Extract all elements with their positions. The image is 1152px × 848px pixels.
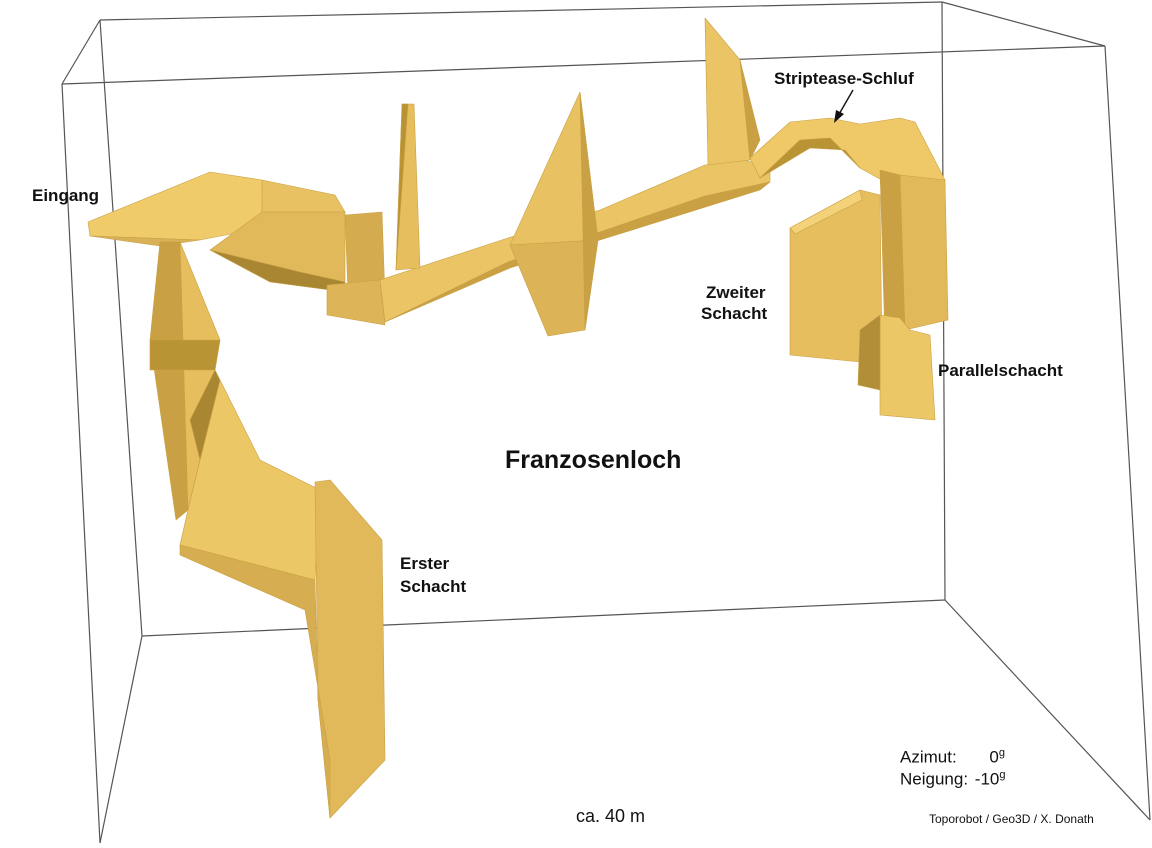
- scale-label: ca. 40 m: [576, 806, 646, 826]
- shaft-upper-left: [149, 241, 189, 521]
- azimut-label: Azimut:: [900, 747, 957, 767]
- label-striptease-schluf: Striptease-Schluf: [774, 69, 914, 88]
- azimut-readout: Azimut: 0g: [900, 742, 1005, 769]
- box-back-top: [99, 1, 943, 21]
- box-back-bottom: [141, 599, 946, 637]
- entrance-block-top: [261, 179, 346, 213]
- label-zweiter-schacht-1: Zweiter: [706, 283, 766, 302]
- far-chimney-side: [739, 59, 761, 161]
- diagram-title: Franzosenloch: [505, 446, 682, 474]
- neigung-label: Neigung:: [900, 769, 969, 789]
- azimut-value: 0g: [989, 747, 1006, 767]
- label-erster-schacht-2: Schacht: [400, 577, 467, 596]
- neigung-value: -10g: [974, 769, 1006, 789]
- cave-passages: [87, 17, 949, 819]
- box-front-top: [61, 45, 1106, 85]
- parallelschacht: [879, 314, 936, 421]
- label-erster-schacht-1: Erster: [400, 554, 450, 573]
- box-edge-bottom-right: [944, 599, 1151, 821]
- credit-text: Toporobot / Geo3D / X. Donath: [929, 812, 1094, 826]
- thin-chimney-dark: [395, 103, 409, 271]
- parallelschacht-dark: [857, 314, 881, 391]
- label-zweiter-schacht-2: Schacht: [701, 304, 768, 323]
- gallery-block-low: [326, 279, 386, 326]
- right-wall: [899, 174, 949, 331]
- striptease-arrow: [834, 89, 854, 123]
- shaft-mid-dark: [189, 369, 221, 461]
- label-eingang: Eingang: [32, 186, 100, 205]
- box-edge-top-right: [941, 1, 1106, 47]
- box-edge-bottom-left: [99, 635, 143, 844]
- striptease-arch-dark: [759, 137, 861, 179]
- box-front-left: [61, 83, 101, 844]
- neigung-readout: Neigung: -10g: [900, 764, 1006, 791]
- zweiter-schacht-edge: [789, 189, 863, 235]
- bounding-box: [61, 1, 1151, 844]
- erster-schacht-front: [179, 544, 331, 819]
- box-front-right: [1104, 45, 1151, 821]
- big-chimney-dark: [579, 91, 599, 331]
- box-edge-top-left: [61, 19, 101, 85]
- shaft-upper-face: [149, 339, 221, 371]
- box-back-left: [99, 19, 143, 637]
- label-parallelschacht: Parallelschacht: [938, 361, 1063, 380]
